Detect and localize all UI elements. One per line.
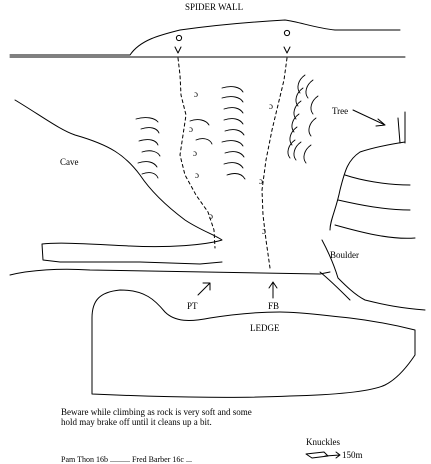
cave-outline bbox=[14, 99, 223, 265]
svg-text:ɔ: ɔ bbox=[259, 176, 263, 186]
pillar-line-1 bbox=[344, 174, 411, 186]
pt-arrow bbox=[197, 282, 211, 296]
svg-text:ɔ: ɔ bbox=[189, 124, 193, 134]
svg-text:ɔ: ɔ bbox=[262, 226, 266, 236]
svg-text:ɔ: ɔ bbox=[269, 101, 273, 111]
pillar-line-2 bbox=[337, 199, 411, 211]
cave-label: Cave bbox=[60, 157, 79, 167]
knuckles-label: Knuckles bbox=[306, 437, 340, 447]
ledge-label: LEDGE bbox=[250, 323, 280, 333]
crag-base-line bbox=[9, 268, 331, 276]
anchor-right-v bbox=[283, 46, 291, 54]
boulder-outline bbox=[321, 239, 426, 311]
ledge-outline bbox=[91, 289, 416, 398]
crag-top-ridge bbox=[9, 19, 401, 56]
fb-arrow bbox=[268, 281, 278, 299]
knuckles-arrow bbox=[324, 451, 341, 459]
boulder-base bbox=[319, 271, 351, 301]
boulder-label: Boulder bbox=[330, 250, 359, 260]
right-pillar bbox=[329, 141, 406, 231]
svg-text:ɔ: ɔ bbox=[195, 170, 199, 180]
hold-marks bbox=[135, 74, 319, 180]
svg-text:ɔ: ɔ bbox=[209, 211, 213, 221]
anchor-left-v bbox=[174, 46, 182, 54]
svg-text:ɔ: ɔ bbox=[194, 89, 198, 99]
route-pt-line bbox=[177, 57, 216, 249]
route-pt-label: PT bbox=[187, 301, 198, 311]
tree-label: Tree bbox=[332, 106, 349, 116]
route-fb-line bbox=[261, 57, 288, 269]
anchor-left-ring bbox=[175, 34, 183, 42]
tree-stem-1 bbox=[397, 117, 401, 144]
svg-text:ɔ: ɔ bbox=[193, 148, 197, 158]
knuckles-shape bbox=[305, 451, 329, 459]
anchor-right-ring bbox=[283, 29, 291, 37]
diagram-title: SPIDER WALL bbox=[185, 2, 244, 12]
tree-arrow bbox=[352, 109, 386, 127]
pillar-line-3 bbox=[334, 224, 416, 239]
warning-note: Beware while climbing as rock is very so… bbox=[61, 407, 252, 427]
distance-label: 150m bbox=[342, 450, 363, 460]
bolt-markers: ɔ ɔ ɔ ɔ ɔ ɔ ɔ ɔ bbox=[189, 89, 273, 236]
route-fb-label: FB bbox=[268, 301, 280, 311]
